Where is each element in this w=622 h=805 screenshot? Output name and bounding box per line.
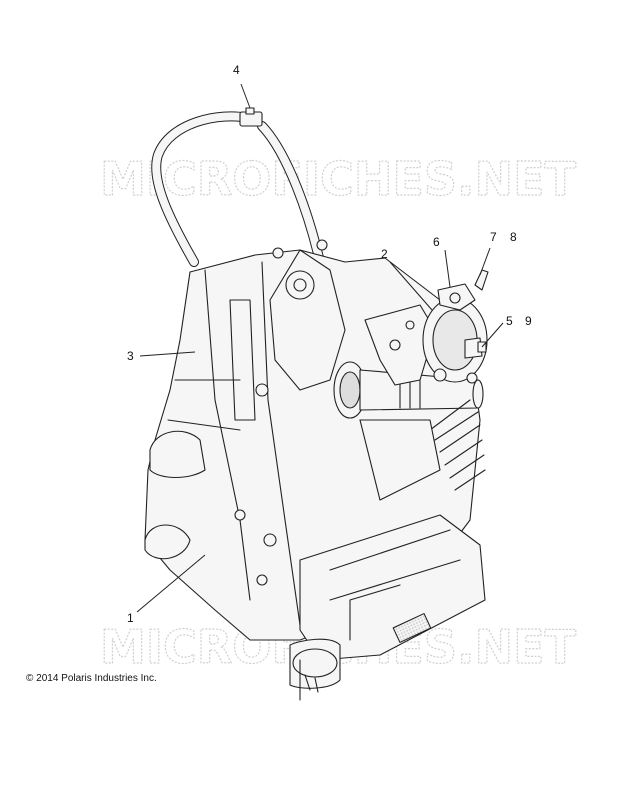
callout-9: 9 (525, 314, 532, 328)
callout-2: 2 (381, 247, 388, 261)
copyright-notice: © 2014 Polaris Industries Inc. (26, 673, 157, 684)
callout-5: 5 (506, 314, 513, 328)
callout-1: 1 (127, 611, 134, 625)
callout-6: 6 (433, 235, 440, 249)
callout-8: 8 (510, 230, 517, 244)
shift-actuator (364, 269, 489, 386)
cooling-fins (359, 399, 486, 501)
watermark-top: MICROFICHES.NET (100, 152, 577, 206)
callout-3: 3 (127, 349, 134, 363)
leader-lines (136, 83, 504, 613)
lower-output-housing (299, 514, 486, 661)
output-shaft-lower (289, 638, 341, 701)
output-shaft-upper (333, 361, 484, 419)
callout-4: 4 (233, 63, 240, 77)
callout-7: 7 (490, 230, 497, 244)
